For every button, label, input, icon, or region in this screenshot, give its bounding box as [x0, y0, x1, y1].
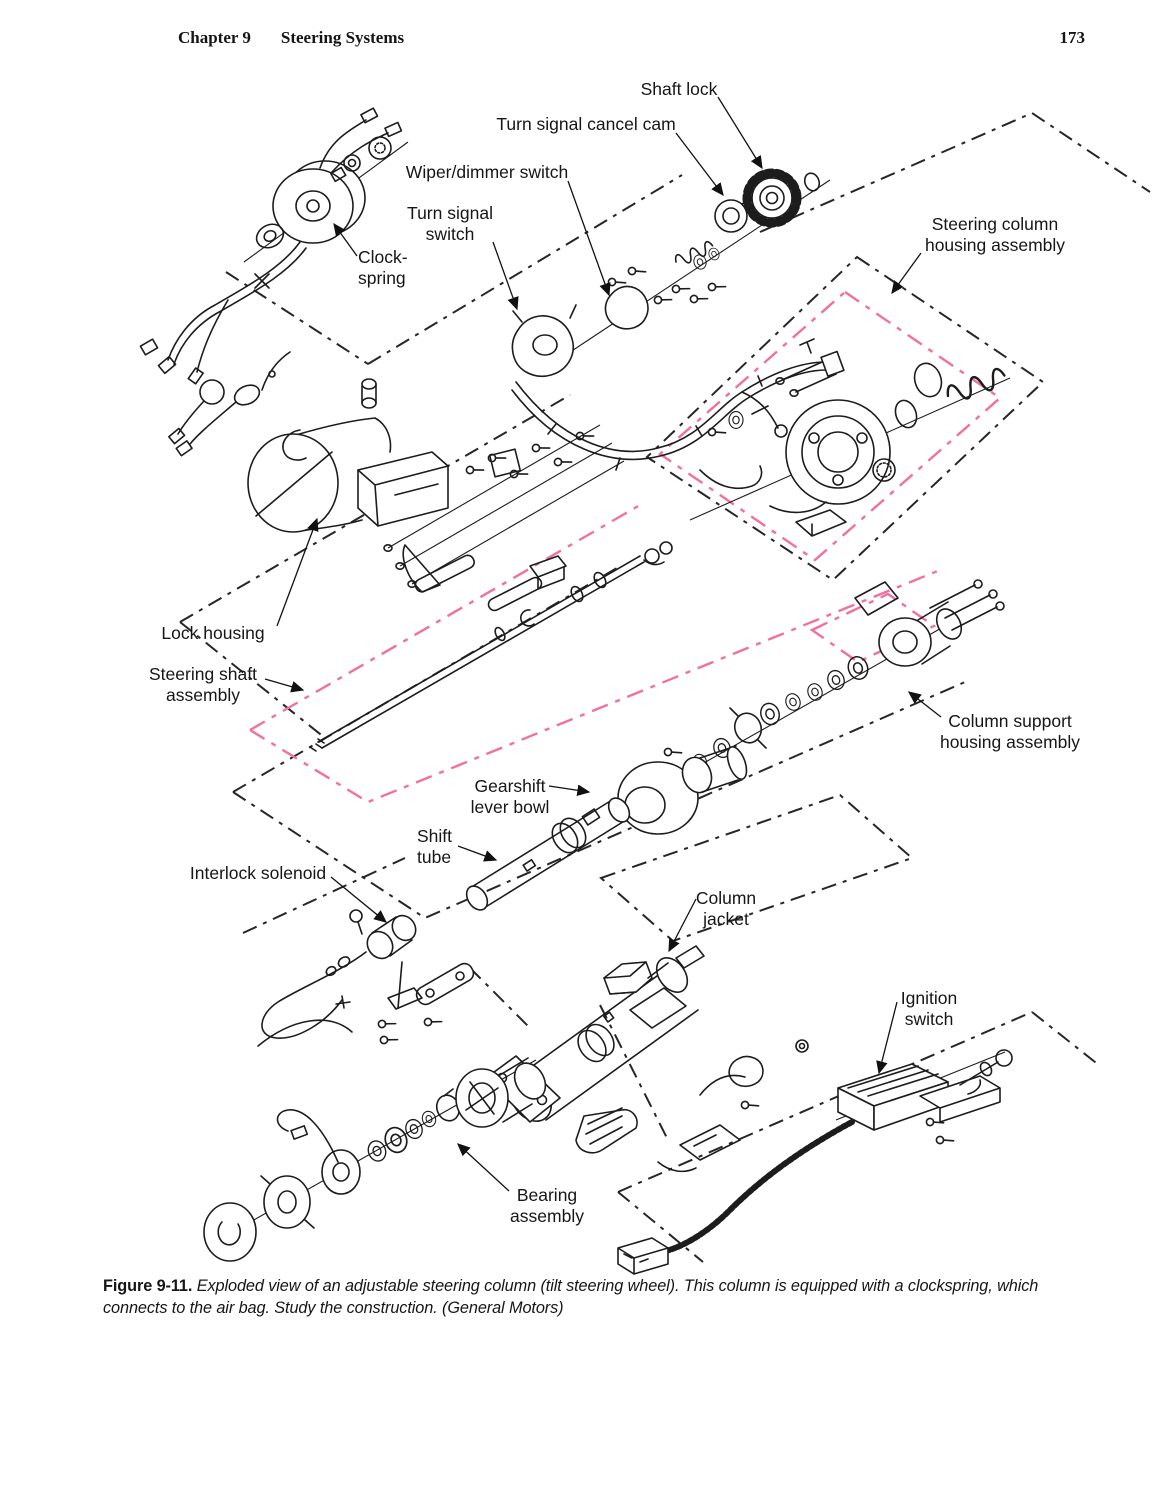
label-column-support-housing-assembly: Column support housing assembly [939, 711, 1081, 752]
label-lock-housing: Lock housing [161, 623, 265, 643]
label-turn-signal-cancel-cam: Turn signal cancel cam [496, 114, 676, 134]
section-title: Steering Systems [280, 28, 405, 47]
column-jacket-parts [485, 945, 705, 1154]
label-column-jacket: Column jacket [695, 888, 757, 929]
upper-switch-assembly [511, 168, 845, 471]
page-header: Chapter 9 Steering Systems 173 [178, 28, 1085, 48]
label-gearshift-lever-bowl: Gearshift lever bowl [470, 776, 550, 817]
label-clockspring: Clock- spring [358, 247, 408, 288]
label-turn-signal-switch: Turn signal switch [407, 203, 493, 244]
clockspring-assembly [139, 107, 409, 445]
steering-shaft-parts [309, 541, 673, 752]
interlock-solenoid-parts [261, 909, 475, 1039]
fastener-rows [383, 424, 625, 612]
figure-caption-text: Exploded view of an adjustable steering … [103, 1277, 1039, 1317]
label-steering-shaft-assembly: Steering shaft assembly [149, 664, 257, 705]
label-wiper-dimmer-switch: Wiper/dimmer switch [405, 162, 569, 182]
reference-planes-black [179, 111, 1151, 1263]
ignition-switch-parts [617, 1039, 1013, 1275]
chapter-label: Chapter 9 [178, 28, 251, 47]
steering-column-housing-assembly-parts [689, 338, 1011, 537]
reference-planes-pink [249, 290, 1002, 804]
bearing-assembly-parts [203, 1019, 547, 1262]
gearshift-bowl-and-shift-tube [465, 742, 748, 911]
label-ignition-switch: Ignition switch [900, 988, 958, 1029]
label-interlock-solenoid: Interlock solenoid [189, 863, 327, 883]
label-bearing-assembly: Bearing assembly [510, 1185, 584, 1226]
label-steering-column-housing-assembly: Steering column housing assembly [924, 214, 1066, 255]
lock-housing-part [175, 351, 522, 533]
page-number: 173 [1059, 28, 1086, 47]
label-shift-tube: Shift tube [417, 826, 453, 867]
label-shaft-lock: Shaft lock [640, 79, 718, 99]
leader-lines [264, 96, 942, 1192]
figure-label: Figure 9-11. [103, 1277, 193, 1295]
figure-caption: Figure 9-11. Exploded view of an adjusta… [103, 1276, 1095, 1320]
